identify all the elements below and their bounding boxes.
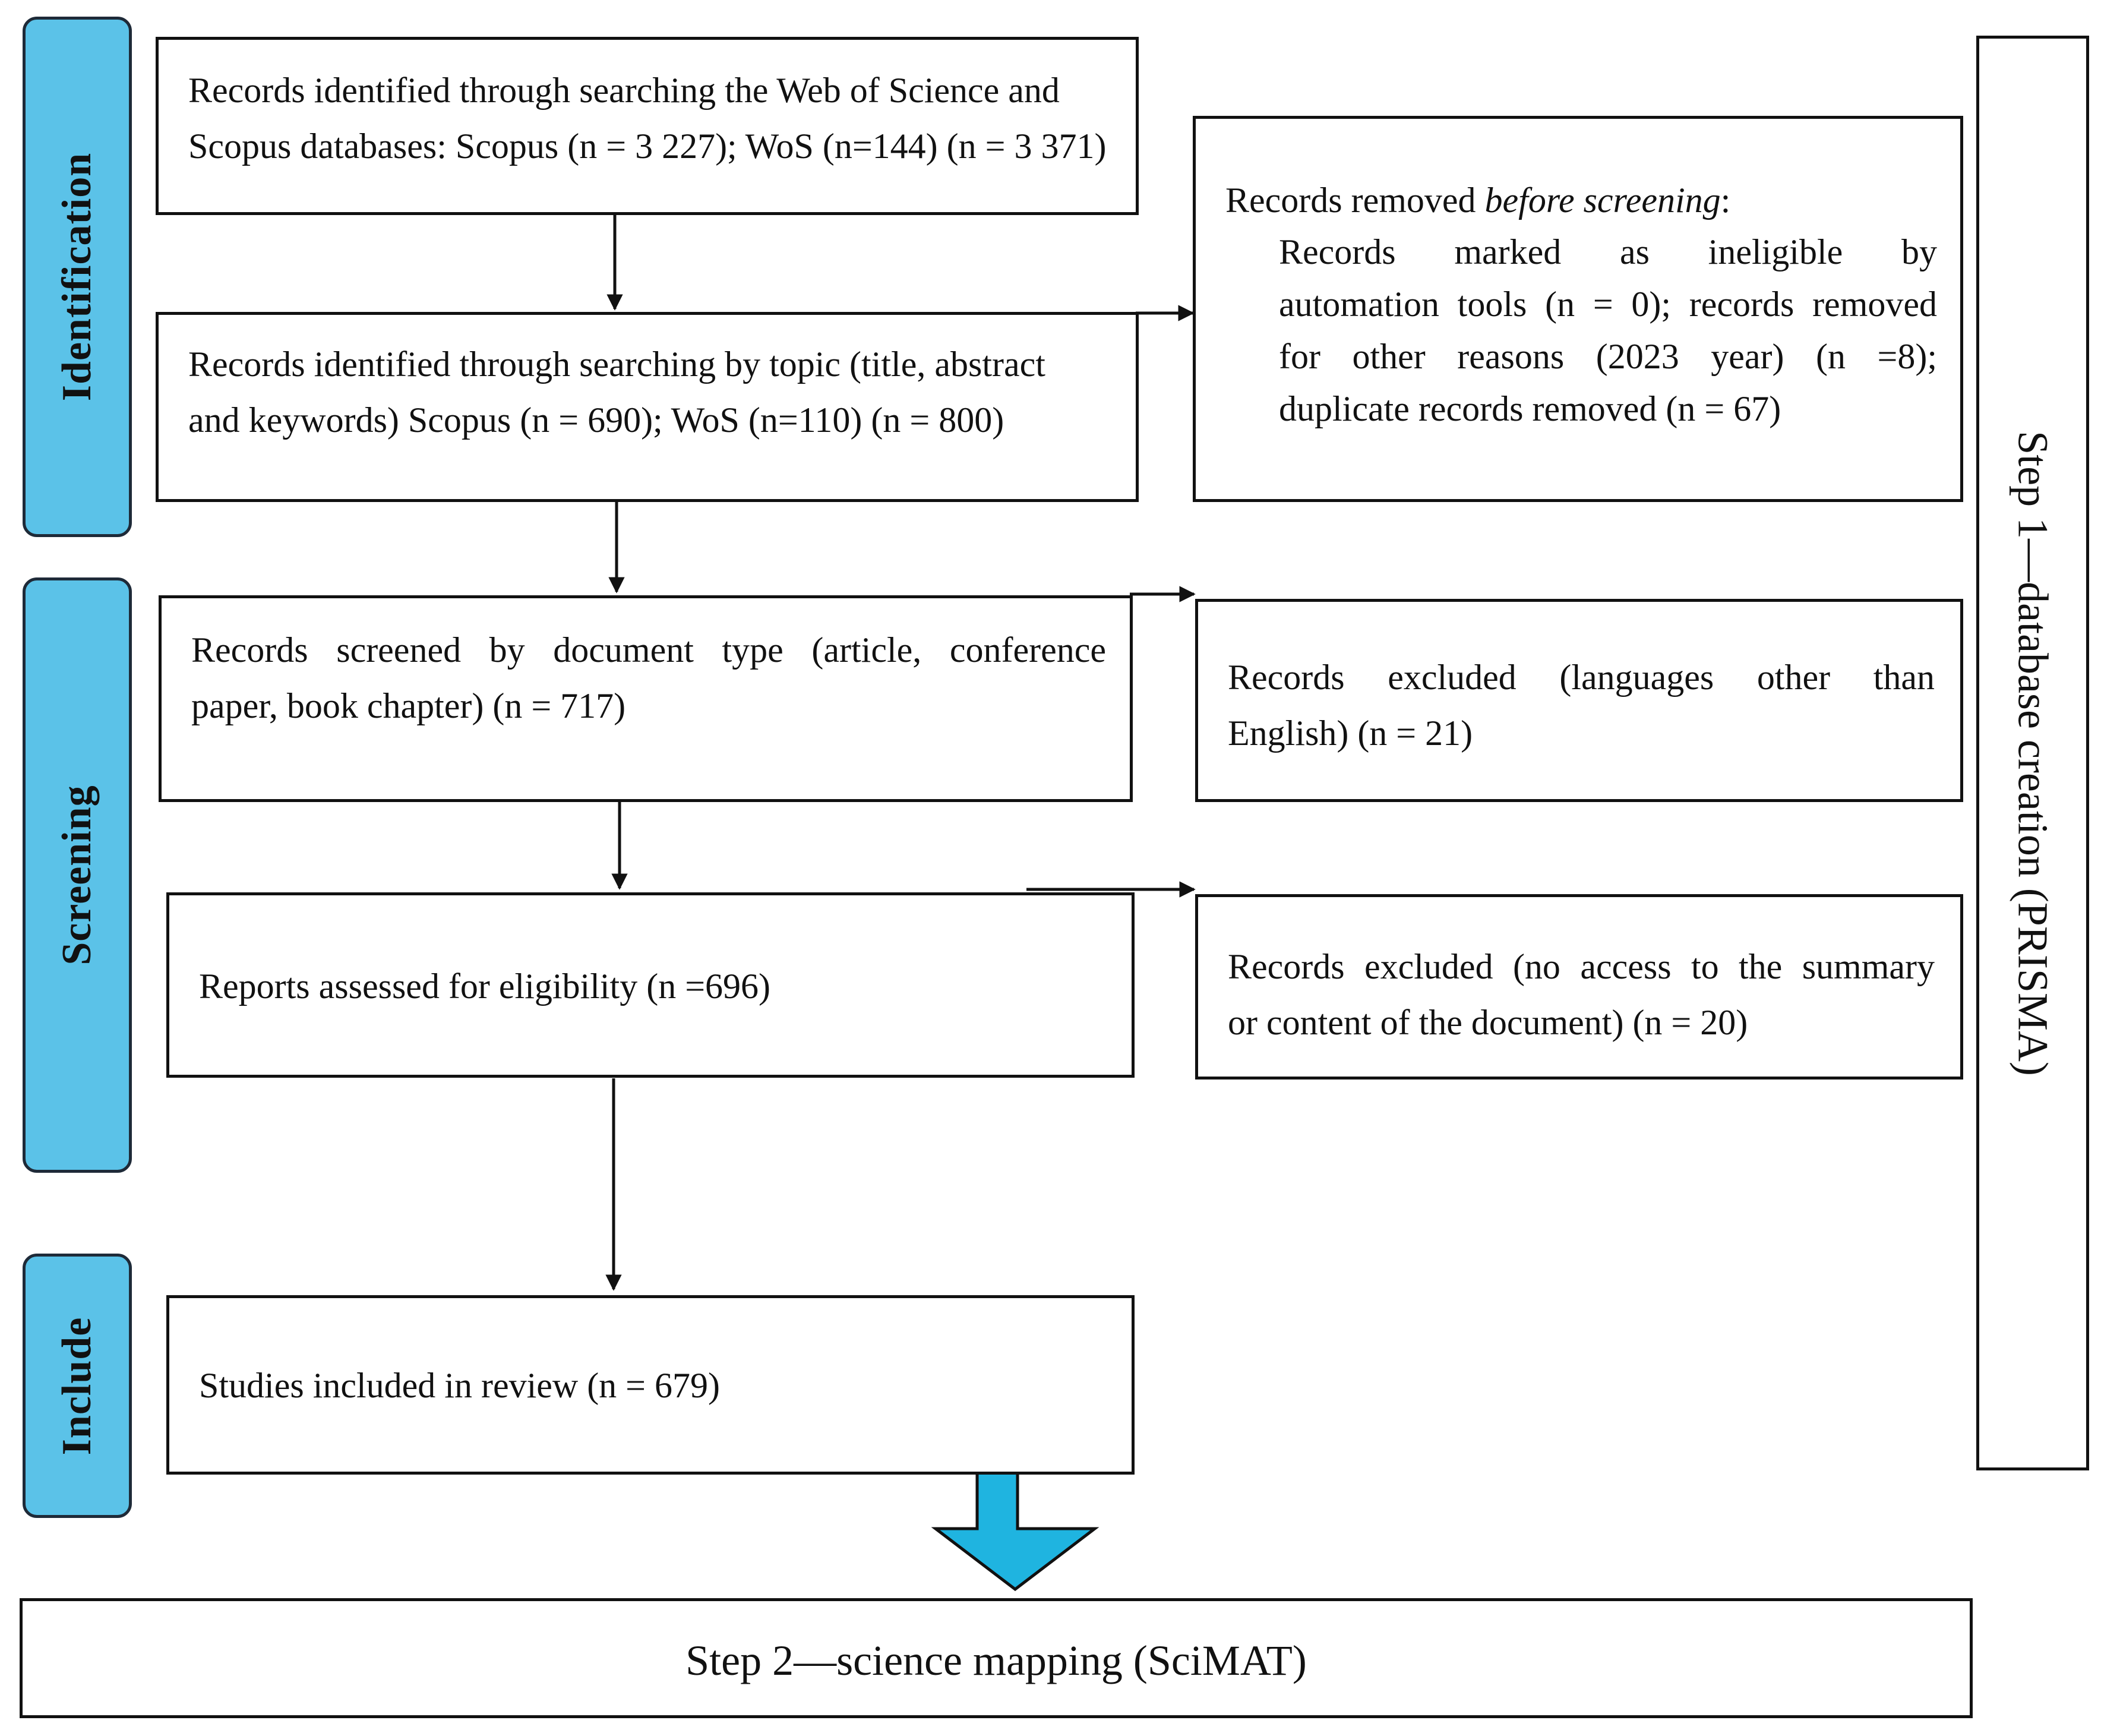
box-records-identified-databases-line1: Records identified through searching the… (188, 71, 1060, 110)
screened-line2: paper, book chapter) (n = 717) (191, 686, 626, 725)
step2-label: Step 2—science mapping (SciMAT) (685, 1637, 1307, 1684)
box-studies-included: Studies included in review (n = 679) (166, 1295, 1135, 1475)
box-records-identified-topic-line1: Records identified through searching by … (188, 345, 1045, 384)
box-records-excluded-languages: Records excluded (languages other than E… (1195, 599, 1963, 802)
removed-line1: Records marked as ineligible by (1279, 232, 1937, 272)
box-records-identified-databases: Records identified through searching the… (156, 37, 1139, 215)
screened-line1: Records screened by document type (artic… (191, 630, 1106, 670)
box-step1-prisma: Step 1—database creation (PRISMA) (1976, 36, 2089, 1470)
box-records-identified-topic: Records identified through searching by … (156, 312, 1139, 502)
down-arrow-icon (931, 1470, 1100, 1592)
excluded-language-line1: Records excluded (languages other than (1228, 658, 1935, 697)
excluded-access-line2: or content of the document) (n = 20) (1228, 1003, 1748, 1042)
box-records-identified-databases-line2: Scopus databases: Scopus (n = 3 227); Wo… (188, 127, 1107, 166)
removed-line2: automation tools (n = 0); records remove… (1279, 285, 1937, 324)
box-records-removed-before-screening: Records removed before screening: Record… (1193, 116, 1963, 502)
excluded-language-line2: English) (n = 21) (1228, 714, 1473, 753)
assessed-eligibility-text: Reports assessed for eligibility (n =696… (199, 967, 771, 1006)
phase-include: Include (23, 1254, 132, 1518)
box-step2-scimat: Step 2—science mapping (SciMAT) (20, 1598, 1973, 1718)
removed-line4: duplicate records removed (n = 67) (1279, 389, 1781, 428)
removed-heading: Records removed before screening: (1225, 181, 1731, 220)
removed-line3: for other reasons (2023 year) (n =8); (1279, 337, 1937, 376)
phase-screening: Screening (23, 577, 132, 1173)
studies-included-text: Studies included in review (n = 679) (199, 1366, 721, 1405)
excluded-access-line1: Records excluded (no access to the summa… (1228, 947, 1935, 986)
box-records-screened-document-type: Records screened by document type (artic… (159, 595, 1133, 802)
box-records-excluded-no-access: Records excluded (no access to the summa… (1195, 894, 1963, 1080)
phase-identification: Identification (23, 17, 132, 537)
box-records-identified-topic-line2: and keywords) Scopus (n = 690); WoS (n=1… (188, 400, 1004, 440)
box-reports-assessed-eligibility: Reports assessed for eligibility (n =696… (166, 892, 1135, 1078)
step1-label: Step 1—database creation (PRISMA) (2009, 430, 2057, 1076)
